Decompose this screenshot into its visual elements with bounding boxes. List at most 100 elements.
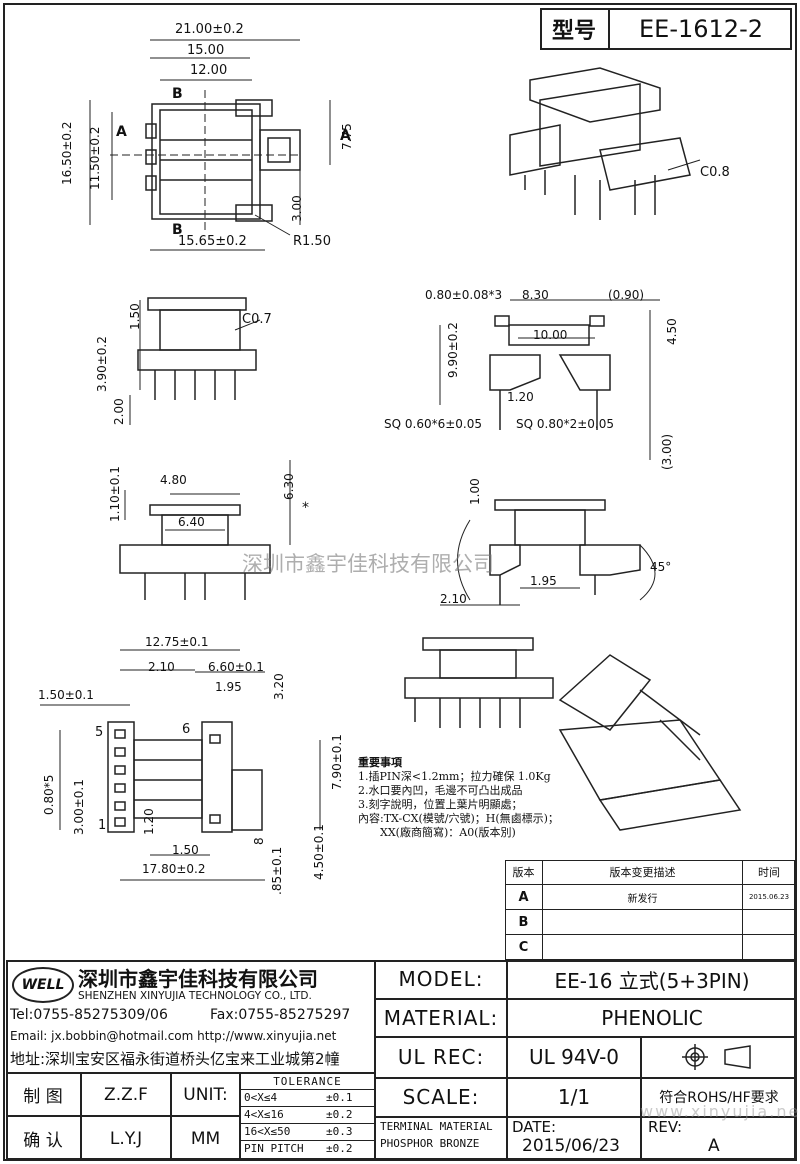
model-value: EE-16 立式(5+3PIN) — [554, 968, 750, 993]
dim-C: 11.50±0.2 — [88, 126, 102, 191]
dim-U: 17.80±0.2 — [142, 862, 206, 876]
dim-45: 45° — [650, 560, 672, 574]
model-label: MODEL: — [398, 967, 484, 991]
terminal-material: TERMINAL MATERIAL — [380, 1120, 493, 1133]
dim-P: 6.40 — [178, 515, 205, 529]
dim-210: 2.10 — [440, 592, 467, 606]
tol-value-4: ±0.2 — [326, 1142, 353, 1155]
dim-C07: C0.7 — [242, 312, 272, 327]
part-number: EE-1612-2 — [639, 15, 763, 43]
dim-200: 2.00 — [112, 398, 126, 425]
dim-320: 3.20 — [272, 673, 286, 700]
dim-J: 8.30 — [522, 288, 549, 302]
confirm-name: L.Y.J — [109, 1128, 143, 1149]
revision-table — [505, 860, 795, 960]
detail-view — [119, 460, 291, 600]
dim-R: R1.50 — [293, 234, 331, 249]
rev-row-C: C — [518, 940, 529, 955]
pin-8-label: 8 — [252, 837, 266, 845]
company-name-cn: 深圳市鑫宇佳科技有限公司 — [78, 967, 318, 991]
dim-300: (3.00) — [660, 433, 674, 470]
company-name-en: SHENZHEN XINYUJIA TECHNOLOGY CO., LTD. — [78, 990, 312, 1002]
tolerance-title: TOLERANCE — [273, 1075, 342, 1088]
dim-090: (0.90) — [608, 288, 645, 302]
note-line: 2.水口要內凹，毛邊不可凸出成品 — [358, 784, 523, 797]
dim-85: .85±0.1 — [270, 846, 284, 895]
iso-view-top — [509, 67, 701, 220]
notes-title: 重要事項 — [358, 756, 402, 769]
company-email: Email: jx.bobbin@hotmail.com http://www.… — [10, 1029, 337, 1043]
unit-value: MM — [190, 1128, 221, 1149]
dim-110: 1.10±0.1 — [108, 466, 122, 522]
dim-S: 6.60±0.1 — [208, 660, 264, 674]
rev-row-A-date: 2015.06.23 — [748, 893, 790, 901]
dim-100: 1.00 — [468, 478, 482, 505]
tol-range-2: 4<X≤16 — [244, 1108, 284, 1121]
dim-A: 15.65±0.2 — [178, 234, 247, 249]
scale-value: 1/1 — [557, 1085, 591, 1109]
note-line: 內容:TX-CX(模號/穴號)；H(無鹵標示)； — [358, 812, 559, 825]
dim-D: 21.00±0.2 — [175, 22, 244, 37]
company-address: 地址:深圳宝安区福永街道桥头亿宝来工业城第2幢 — [10, 1050, 340, 1068]
rev-header-desc: 版本变更描述 — [609, 866, 676, 879]
dim-G: 3.90±0.2 — [95, 336, 109, 392]
dim-pitch: 0.80±0.08*3 — [425, 288, 503, 302]
section-B-top: B — [172, 86, 183, 102]
dim-B: 16.50±0.2 — [60, 121, 74, 186]
rohs-note: 符合ROHS/HF要求 — [659, 1090, 779, 1106]
title-divider — [608, 8, 610, 50]
note-line: 1.插PIN深<1.2mm；拉力確保 1.0Kg — [358, 770, 551, 783]
dim-Q: 3.00±0.1 — [72, 779, 86, 835]
bottom-view — [40, 649, 321, 881]
dim-E: 15.00 — [187, 43, 225, 58]
dim-star: * — [302, 500, 309, 516]
detail-view-right — [440, 499, 656, 606]
scale-label: SCALE: — [402, 1085, 480, 1109]
dim-T: 4.50±0.1 — [312, 824, 326, 880]
small-front-view — [404, 637, 554, 728]
dim-pitch-080: 0.80*5 — [42, 774, 56, 815]
company-watermark: 深圳市鑫宇佳科技有限公司 — [242, 552, 494, 576]
drawing-border — [3, 3, 797, 1161]
unit-label: UNIT: — [183, 1084, 228, 1105]
dim-L: 4.50 — [665, 318, 679, 345]
note-line: 3.刻字說明，位置上葉片明顯處； — [358, 798, 523, 811]
dim-210-bottom: 2.10 — [148, 660, 175, 674]
dim-R-bottom: 12.75±0.1 — [145, 635, 209, 649]
site-watermark: www.xinyujia.net — [640, 1102, 800, 1121]
date-label: DATE: — [512, 1118, 557, 1136]
dim-120: 1.20 — [507, 390, 534, 404]
company-fax: Fax:0755-85275297 — [210, 1007, 351, 1023]
dim-F: 7.75 — [340, 123, 354, 150]
company-tel: Tel:0755-85275309/06 — [10, 1007, 168, 1023]
dim-3: 3.00 — [290, 195, 304, 222]
ulrec-label: UL REC: — [397, 1045, 485, 1069]
iso-view-bottom — [558, 654, 742, 831]
material-label: MATERIAL: — [383, 1005, 499, 1030]
section-A-right: A — [340, 128, 351, 144]
tol-value-3: ±0.3 — [326, 1125, 353, 1138]
notes-block: 重要事項 1.插PIN深<1.2mm；拉力確保 1.0Kg 2.水口要內凹，毛邊… — [358, 756, 559, 840]
company-logo: WELL — [12, 967, 74, 1003]
title-block — [6, 960, 796, 1160]
dim-C08: C0.8 — [700, 165, 730, 180]
side-view — [439, 299, 660, 460]
dim-I: 9.90±0.2 — [446, 322, 460, 378]
pin-5-label: 5 — [95, 725, 104, 740]
rev-value: A — [708, 1136, 720, 1156]
dim-1000: 10.00 — [533, 328, 568, 342]
dim-195-bottom: 1.95 — [215, 680, 242, 694]
dim-M: SQ 0.80*2±0.05 — [516, 417, 615, 431]
confirm-label: 确 认 — [23, 1131, 63, 1151]
rev-row-B: B — [518, 914, 529, 930]
dim-150b: 1.50 — [172, 843, 199, 857]
rev-label: REV: — [648, 1118, 682, 1136]
dim-12: 12.00 — [190, 63, 228, 78]
tol-range-1: 0<X≤4 — [244, 1091, 278, 1104]
tol-range-3: 16<X≤50 — [244, 1125, 291, 1138]
draw-label: 制 图 — [23, 1087, 63, 1107]
rev-row-A-desc: 新发行 — [627, 893, 658, 905]
tol-value-1: ±0.1 — [326, 1091, 353, 1104]
front-view — [129, 297, 261, 425]
ulrec-value: UL 94V-0 — [528, 1045, 620, 1069]
